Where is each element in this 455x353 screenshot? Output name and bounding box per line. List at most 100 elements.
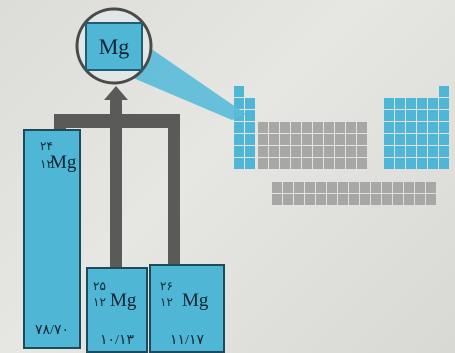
periodic-cell (269, 158, 279, 169)
periodic-cell (305, 194, 315, 205)
periodic-cell (406, 98, 416, 109)
periodic-cell (406, 146, 416, 157)
periodic-cell (245, 158, 255, 169)
periodic-cell (258, 158, 268, 169)
isotope-abundance: ۱۱/۱۷ (170, 333, 204, 348)
periodic-cell (327, 194, 337, 205)
periodic-cell (302, 158, 312, 169)
periodic-cell (346, 134, 356, 145)
periodic-cell (357, 134, 367, 145)
periodic-cell (245, 146, 255, 157)
periodic-cell (272, 182, 282, 193)
isotope-abundance: ۱۰/۱۳ (100, 333, 134, 348)
periodic-cell (291, 134, 301, 145)
periodic-cell (338, 182, 348, 193)
periodic-cell (428, 122, 438, 133)
periodic-cell (294, 194, 304, 205)
periodic-cell (395, 158, 405, 169)
periodic-cell (384, 146, 394, 157)
periodic-cell (245, 122, 255, 133)
periodic-cell (384, 158, 394, 169)
periodic-cell (302, 134, 312, 145)
periodic-cell (395, 110, 405, 121)
periodic-cell (393, 182, 403, 193)
periodic-cell (324, 158, 334, 169)
periodic-cell (269, 122, 279, 133)
periodic-cell (384, 122, 394, 133)
periodic-cell (404, 194, 414, 205)
periodic-cell (324, 122, 334, 133)
periodic-cell-mg (245, 110, 255, 121)
periodic-cell (234, 134, 244, 145)
periodic-cell (324, 134, 334, 145)
periodic-cell (269, 134, 279, 145)
periodic-cell (280, 146, 290, 157)
periodic-cell (335, 122, 345, 133)
periodic-cell (439, 122, 449, 133)
isotope-symbol: Mg (110, 290, 137, 311)
isotope-symbol: Mg (182, 290, 209, 311)
periodic-cell (417, 122, 427, 133)
periodic-cell (313, 158, 323, 169)
periodic-cell (439, 98, 449, 109)
periodic-cell-he (439, 86, 449, 97)
periodic-cell (280, 158, 290, 169)
isotope-mass: ۲۶ (160, 279, 173, 293)
periodic-cell (335, 146, 345, 157)
periodic-cell (395, 146, 405, 157)
isotope-mass: ۲۴ (40, 139, 53, 153)
periodic-cell (393, 194, 403, 205)
periodic-cell (357, 158, 367, 169)
periodic-cell (346, 122, 356, 133)
periodic-cell (426, 194, 436, 205)
periodic-cell (417, 98, 427, 109)
periodic-cell (313, 122, 323, 133)
periodic-cell (258, 146, 268, 157)
periodic-cell (428, 146, 438, 157)
periodic-table (234, 86, 449, 205)
periodic-cell (302, 122, 312, 133)
periodic-cell (234, 122, 244, 133)
periodic-cell (272, 194, 282, 205)
periodic-cell (371, 182, 381, 193)
periodic-cell (417, 146, 427, 157)
periodic-cell (316, 182, 326, 193)
periodic-cell (283, 194, 293, 205)
periodic-cell (428, 158, 438, 169)
periodic-cell (428, 98, 438, 109)
periodic-cell (384, 98, 394, 109)
periodic-cell (346, 158, 356, 169)
periodic-cell (258, 134, 268, 145)
periodic-cell (406, 158, 416, 169)
periodic-cell (313, 146, 323, 157)
periodic-cell (426, 182, 436, 193)
periodic-cell (294, 182, 304, 193)
periodic-cell (395, 134, 405, 145)
periodic-cell (245, 98, 255, 109)
periodic-cell (234, 146, 244, 157)
periodic-cell (384, 134, 394, 145)
periodic-cell (360, 182, 370, 193)
periodic-cell (406, 134, 416, 145)
periodic-cell (404, 182, 414, 193)
periodic-cell (346, 146, 356, 157)
periodic-cell (415, 182, 425, 193)
periodic-cell (245, 134, 255, 145)
periodic-cell (349, 194, 359, 205)
periodic-cell (439, 134, 449, 145)
periodic-cell (415, 194, 425, 205)
periodic-cell (313, 134, 323, 145)
periodic-cell (280, 134, 290, 145)
periodic-cell (439, 110, 449, 121)
periodic-cell (357, 146, 367, 157)
periodic-cell (335, 134, 345, 145)
periodic-cell (395, 122, 405, 133)
periodic-cell-h (234, 86, 244, 97)
periodic-cell (291, 122, 301, 133)
periodic-cell (280, 122, 290, 133)
periodic-cell (384, 110, 394, 121)
periodic-cell (428, 134, 438, 145)
periodic-cell (324, 146, 334, 157)
isotope-atomic: ۱۲ (160, 295, 173, 309)
